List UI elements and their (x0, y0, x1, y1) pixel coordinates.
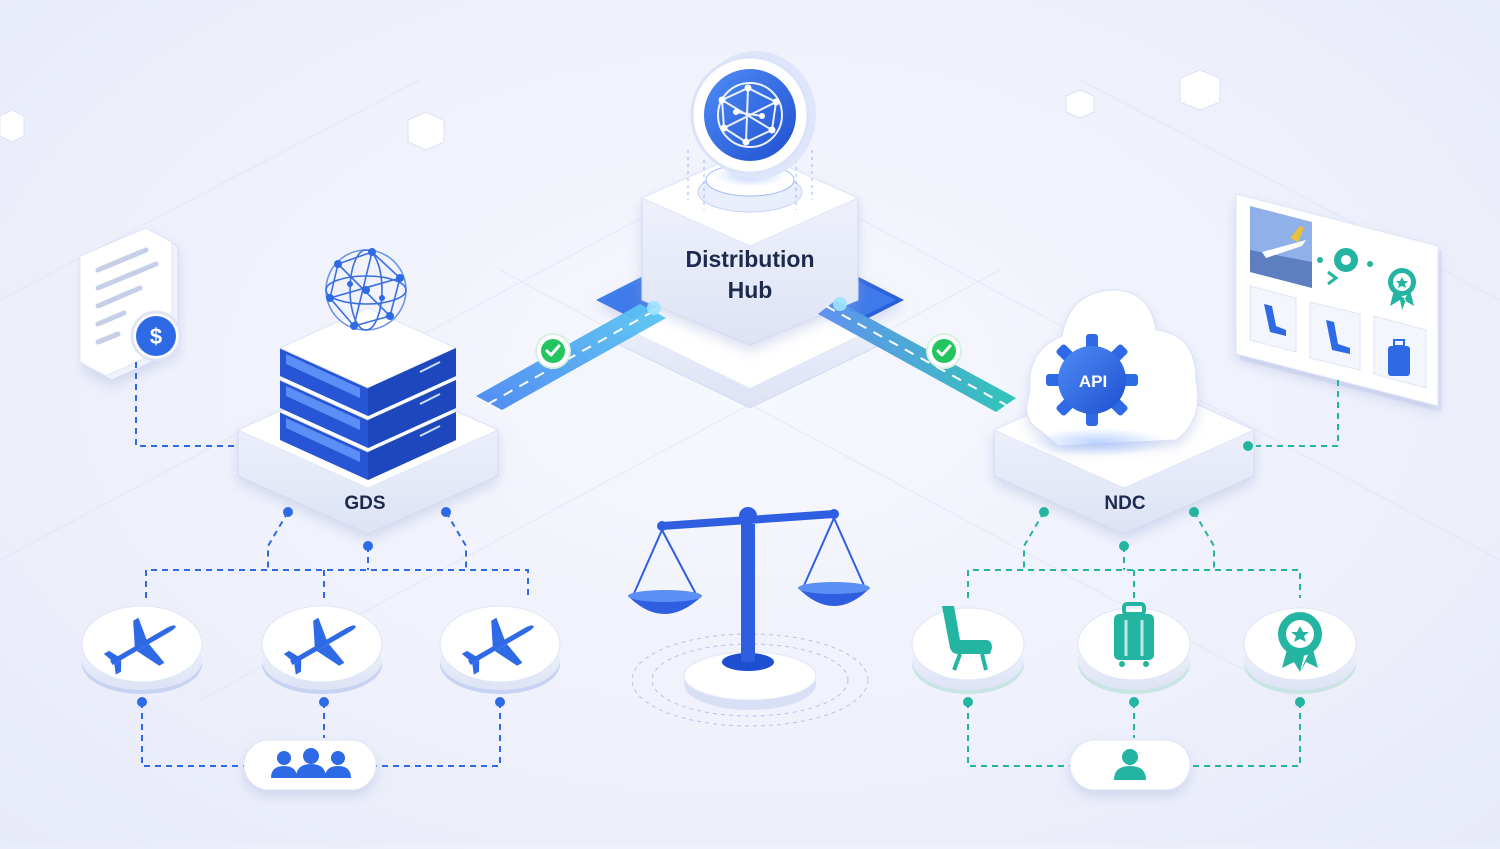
server-stack-icon (278, 307, 458, 480)
distribution-hub[interactable] (596, 51, 904, 409)
user-icon (1069, 739, 1191, 791)
hub-label-line2: Hub (727, 277, 773, 303)
gds-hub-connection (476, 301, 666, 410)
gds-connection-dots (137, 507, 505, 707)
airplane-icon (283, 617, 356, 675)
seat-icon (942, 606, 992, 671)
cube-decoration (407, 111, 445, 151)
ndc-offer-panel (1235, 193, 1442, 412)
hub-label: Distribution Hub (655, 244, 845, 306)
airplane-icon (461, 617, 534, 675)
ndc-tree-lines (967, 511, 1301, 767)
seat-swap-icon (1317, 248, 1373, 286)
seat-icon (1249, 285, 1297, 353)
checkmark-icon (535, 333, 571, 369)
airplane-node[interactable] (261, 604, 383, 694)
svg-text:$: $ (150, 324, 162, 349)
seat-node[interactable] (911, 606, 1025, 694)
hub-label-line1: Distribution (685, 246, 815, 272)
ndc-node[interactable] (992, 289, 1256, 535)
api-gear-icon (1046, 334, 1138, 426)
api-label: API (1078, 372, 1108, 391)
luggage-icon (1373, 315, 1427, 389)
ndc-connection-dots (963, 507, 1305, 707)
cube-decoration (0, 109, 25, 143)
cube-decoration (1179, 69, 1221, 111)
balance-scale-icon (628, 507, 870, 727)
gds-node[interactable] (236, 248, 500, 535)
group-users-icon (243, 739, 377, 791)
airplane-node[interactable] (81, 604, 203, 694)
luggage-icon (1114, 602, 1154, 667)
award-node[interactable] (1243, 607, 1357, 694)
luggage-node[interactable] (1077, 602, 1191, 694)
hub-ndc-connection (818, 297, 1016, 412)
seat-icon (1309, 301, 1361, 371)
dollar-icon: $ (130, 310, 182, 362)
cube-decoration (1065, 89, 1095, 119)
airplane-node[interactable] (439, 604, 561, 694)
decorative-cubes (0, 69, 1221, 151)
badge-icon (1388, 268, 1416, 310)
flight-photo (1250, 206, 1312, 288)
airplane-icon (103, 617, 176, 675)
network-globe-icon (325, 248, 407, 331)
gds-tree-lines (141, 511, 529, 767)
checkmark-icon (926, 333, 962, 369)
network-globe-icon (690, 51, 816, 179)
ndc-label: NDC (1104, 493, 1146, 514)
award-badge-icon (1278, 612, 1322, 672)
gds-label: GDS (344, 493, 386, 514)
